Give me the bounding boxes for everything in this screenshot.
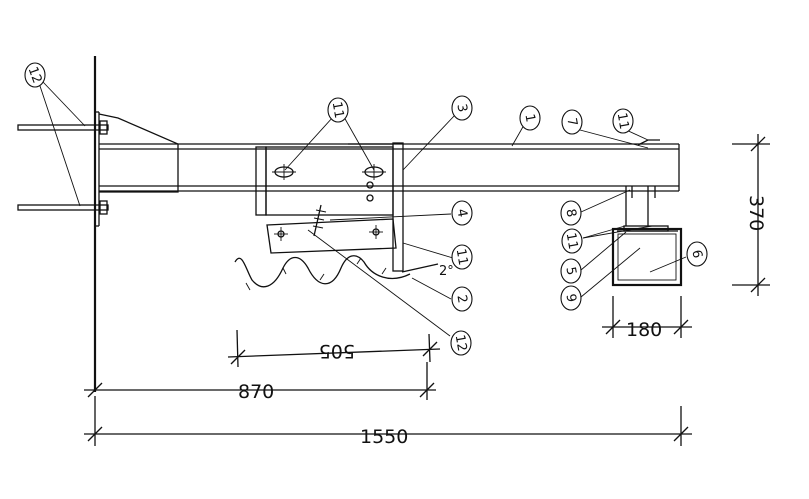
callout-1: 1 xyxy=(519,105,541,131)
dim-box-width: 180 xyxy=(626,319,662,341)
callout-7: 7 xyxy=(561,109,583,135)
callout-11c-label: 11 xyxy=(453,248,471,267)
callout-3: 3 xyxy=(451,95,473,121)
callout-11a: 11 xyxy=(327,97,349,123)
callout-11b: 11 xyxy=(612,108,634,134)
dim-to-rail-face: 870 xyxy=(238,381,274,403)
dim-total-length: 1550 xyxy=(360,426,408,448)
callout-6: 6 xyxy=(686,241,708,267)
callout-6-label: 6 xyxy=(688,249,704,260)
callout-4: 4 xyxy=(451,200,473,226)
callout-11d-label: 11 xyxy=(563,232,581,251)
callout-4-label: 4 xyxy=(453,208,469,219)
base-bracket xyxy=(98,113,179,193)
angle-label: 2° xyxy=(439,264,454,279)
callout-2-label: 2 xyxy=(453,294,469,305)
dim-rail-offset: 505 xyxy=(319,340,355,362)
callout-5-label: 5 xyxy=(562,266,578,277)
callout-11c: 11 xyxy=(451,244,473,270)
anchor-bolts xyxy=(17,120,109,215)
callout-9-label: 9 xyxy=(562,293,578,304)
dim-beam-height: 370 xyxy=(745,195,767,231)
spacer-plate xyxy=(266,204,397,254)
dimension-lines xyxy=(84,134,770,446)
callout-7-label: 7 xyxy=(563,117,579,128)
callout-8-label: 8 xyxy=(562,208,578,219)
callout-2: 2 xyxy=(451,286,473,312)
post xyxy=(93,56,100,392)
callout-12: 12 xyxy=(450,330,472,356)
callout-11d: 11 xyxy=(561,228,583,254)
callout-11b-label: 11 xyxy=(614,112,632,131)
callout-3-label: 3 xyxy=(453,103,469,114)
callout-5: 5 xyxy=(560,258,582,284)
leader-lines xyxy=(39,81,687,337)
main-beam xyxy=(99,143,680,192)
callout-12-label: 12 xyxy=(452,334,470,353)
w-beam-rail xyxy=(234,255,439,291)
clamp-assembly xyxy=(255,142,404,272)
box-section xyxy=(611,139,683,287)
callout-9: 9 xyxy=(560,285,582,311)
callout-11a-label: 11 xyxy=(329,101,347,120)
callout-8: 8 xyxy=(560,200,582,226)
callout-13-label: 12 xyxy=(25,65,45,86)
callout-1-label: 1 xyxy=(521,113,537,124)
callout-13: 12 xyxy=(24,62,46,88)
